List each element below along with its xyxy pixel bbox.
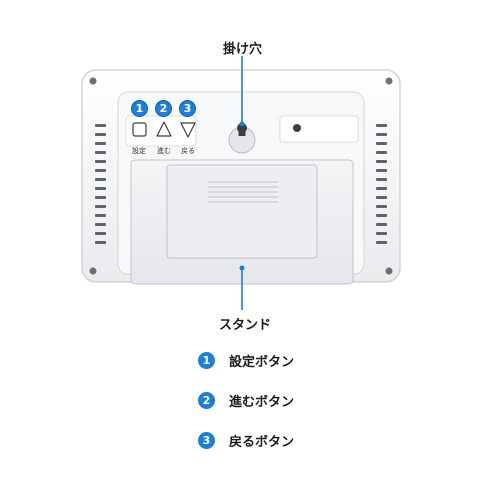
stand-label: スタンド: [219, 318, 272, 333]
cover-grip: [208, 181, 278, 203]
button-1-badge: 1: [131, 100, 148, 117]
legend-badge-3: 3: [198, 432, 215, 449]
battery-cover: [166, 164, 318, 259]
triangle-up-icon: [156, 121, 172, 137]
screw-icon: [385, 77, 393, 85]
button-2-badge: 2: [155, 100, 172, 117]
keyhole-icon: [228, 123, 256, 154]
legend-item-settings: 1 設定ボタン: [198, 351, 294, 370]
legend-badge-2: 2: [198, 392, 215, 409]
hang-hole-label: 掛け穴: [223, 42, 263, 57]
sensor-window: [279, 115, 359, 143]
sensor-dot-icon: [293, 124, 301, 132]
button-legend: 1 設定ボタン 2 進むボタン 3 戻るボタン: [198, 351, 294, 450]
screw-icon: [89, 267, 97, 275]
legend-item-back: 3 戻るボタン: [198, 431, 294, 450]
button-3-badge: 3: [179, 100, 196, 117]
legend-item-forward: 2 進むボタン: [198, 391, 294, 410]
legend-text-back: 戻るボタン: [229, 435, 295, 450]
screw-icon: [89, 77, 97, 85]
left-vents: [95, 124, 106, 244]
button-2-label: 進む: [157, 147, 171, 155]
legend-text-settings: 設定ボタン: [229, 355, 295, 370]
screw-icon: [385, 267, 393, 275]
legend-text-forward: 進むボタン: [229, 395, 295, 410]
legend-badge-1: 1: [198, 352, 215, 369]
square-icon: [132, 122, 147, 137]
button-3-label: 戻る: [181, 147, 195, 155]
button-1-label: 設定: [132, 147, 146, 155]
triangle-down-icon: [180, 122, 196, 138]
right-vents: [376, 124, 387, 244]
